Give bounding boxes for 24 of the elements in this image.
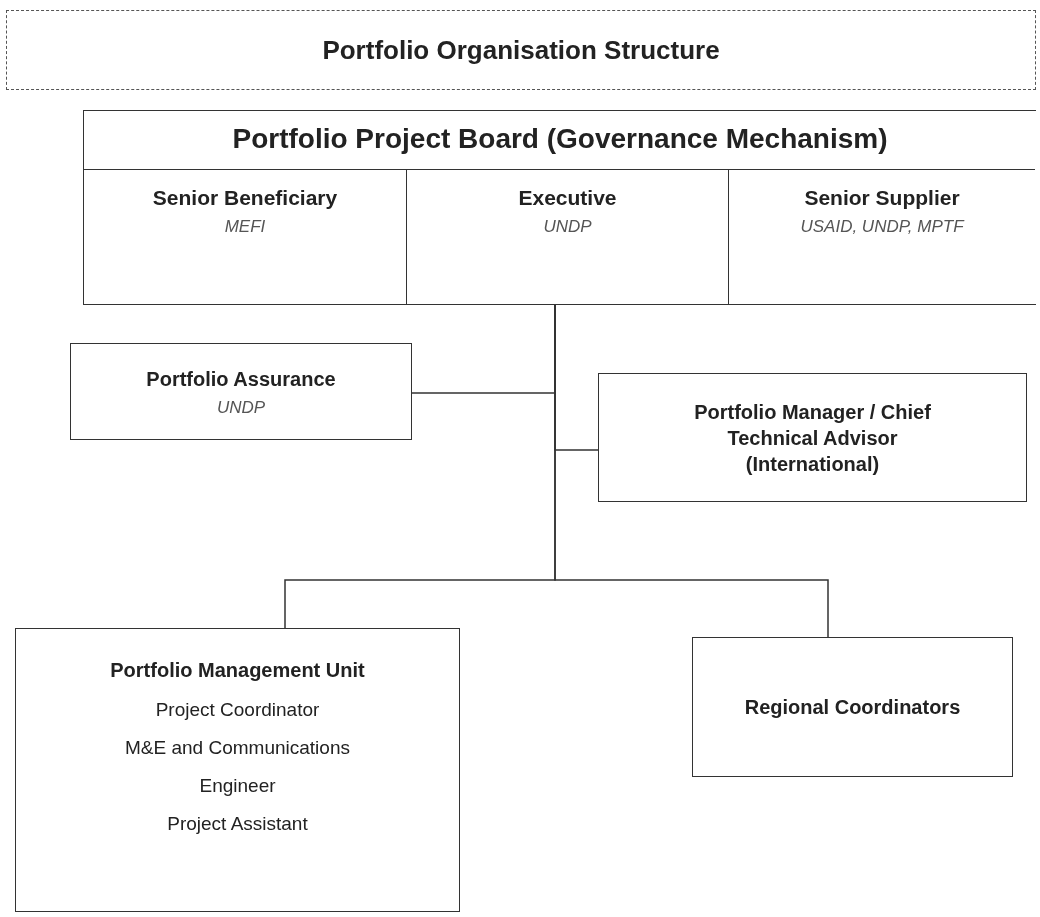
role-heading: Senior Supplier: [803, 185, 961, 211]
organisation-name: UNDP: [216, 397, 266, 418]
role-box: [598, 373, 1027, 502]
diagram-title: Portfolio Organisation Structure: [322, 34, 720, 66]
board-heading: Portfolio Project Board (Governance Mechanism): [231, 122, 889, 156]
role-heading: Executive: [517, 185, 618, 211]
role-heading: Senior Beneficiary: [151, 185, 339, 211]
organisation-name: UNDP: [542, 217, 593, 238]
role-box: [70, 343, 412, 440]
role-cell: [406, 169, 728, 304]
member-role: Engineer: [199, 775, 276, 797]
member-role: Project Assistant: [167, 813, 308, 835]
member-role: M&E and Communications: [125, 737, 350, 759]
role-box: [692, 637, 1013, 777]
role-heading: Regional Coordinators: [744, 695, 961, 720]
role-heading: Portfolio Management Unit: [110, 658, 365, 683]
member-role: Project Coordinator: [155, 699, 320, 721]
board-box: [83, 110, 1036, 305]
role-heading: Portfolio Manager / Chief Technical Advisor (International): [693, 399, 932, 477]
role-heading: Portfolio Assurance: [146, 366, 336, 392]
unit-box: [15, 628, 460, 912]
role-cell: [728, 169, 1035, 304]
organisation-name: USAID, UNDP, MPTF: [799, 217, 966, 238]
organisation-name: MEFI: [223, 217, 267, 238]
